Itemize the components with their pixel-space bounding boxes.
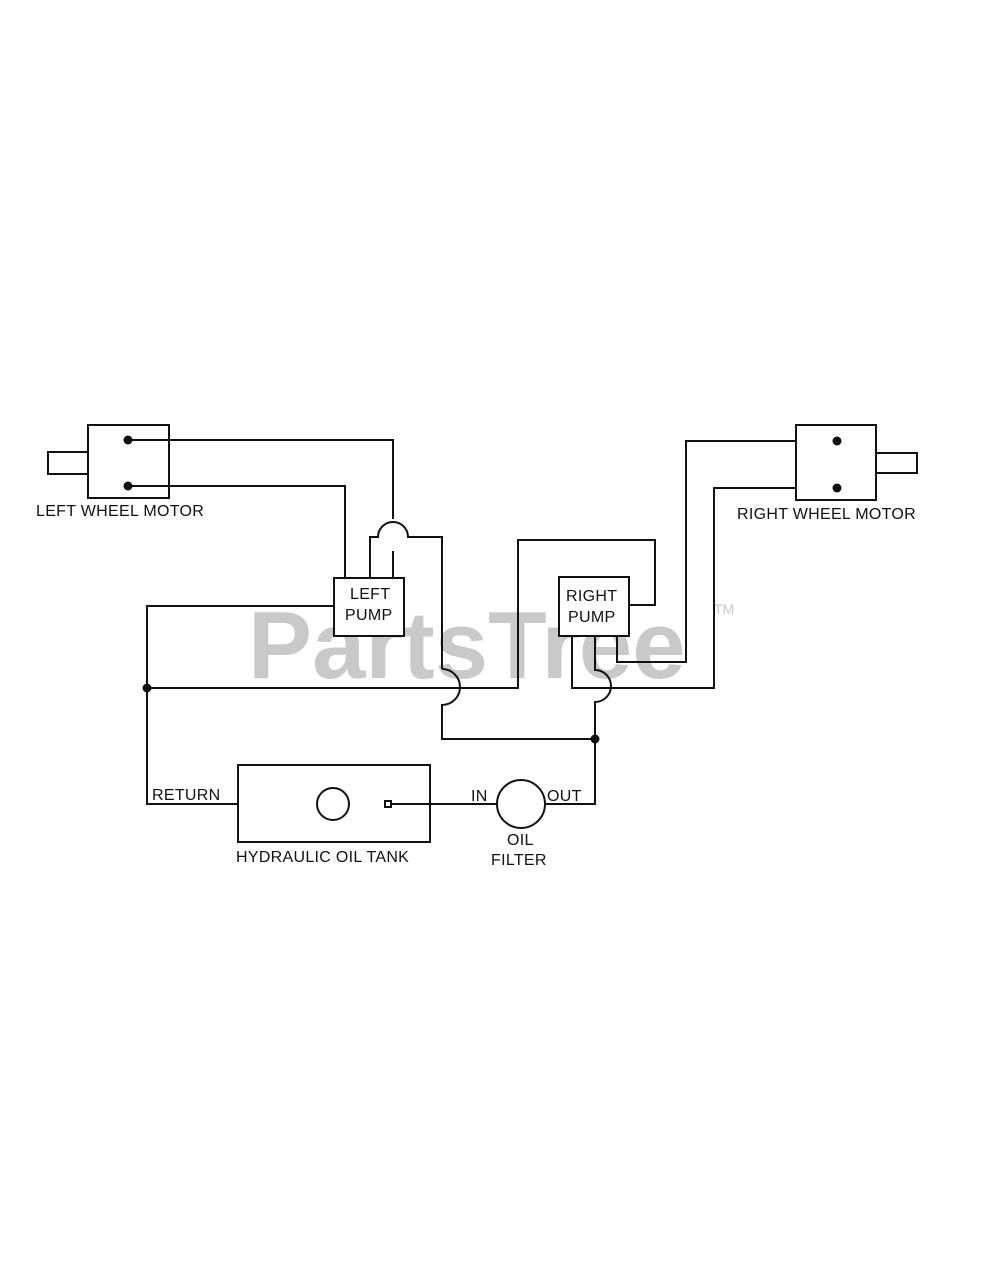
feed-junction — [590, 734, 600, 744]
filter-out-line — [545, 636, 612, 805]
hydraulic-oil-tank-label: HYDRAULIC OIL TANK — [236, 849, 409, 866]
left-motor-shaft — [47, 451, 89, 475]
left-pump-feed-line — [441, 668, 595, 740]
left-pump-return-line — [146, 605, 334, 805]
left-pump-crossover-line — [369, 521, 443, 669]
right-motor-shaft — [875, 452, 918, 474]
return-header-line — [147, 539, 656, 689]
right-pump-label-1: RIGHT — [566, 588, 617, 605]
right-wheel-motor-label: RIGHT WHEEL MOTOR — [737, 506, 916, 523]
return-label: RETURN — [152, 787, 220, 804]
oil-filter-label-1: OIL — [507, 832, 534, 849]
left-motor-lower-line — [128, 485, 346, 578]
right-motor-port-lower — [832, 483, 842, 493]
left-wheel-motor-label: LEFT WHEEL MOTOR — [36, 503, 204, 520]
right-pump — [558, 576, 630, 637]
left-pump — [333, 577, 405, 637]
right-motor-port-upper — [832, 436, 842, 446]
tank-sight-glass — [316, 787, 350, 821]
oil-filter-label-2: FILTER — [491, 852, 547, 869]
left-pump-label-2: PUMP — [345, 607, 392, 624]
filter-out-label: OUT — [547, 788, 582, 805]
right-motor-upper-line — [616, 440, 837, 663]
right-pump-label-2: PUMP — [568, 609, 615, 626]
left-pump-label-1: LEFT — [350, 586, 390, 603]
right-motor-lower-line — [571, 487, 837, 689]
watermark-trademark: TM — [714, 601, 734, 617]
tank-outlet-port — [384, 800, 392, 808]
left-motor-upper-line — [128, 439, 394, 519]
filter-in-label: IN — [471, 788, 488, 805]
oil-filter — [496, 779, 546, 829]
